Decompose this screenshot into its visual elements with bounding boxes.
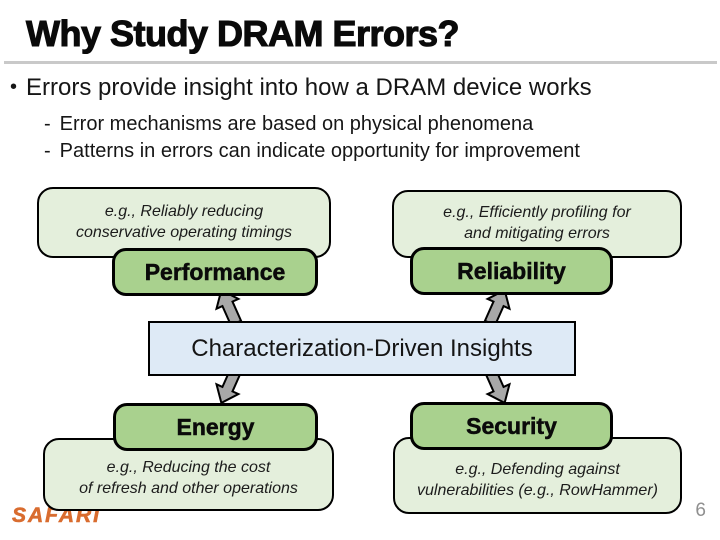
- note-energy-line2: of refresh and other operations: [79, 480, 298, 497]
- node-energy-label: Energy: [176, 413, 255, 440]
- note-reliability-line1: e.g., Efficiently profiling for: [443, 204, 631, 221]
- bullet-icon: •: [10, 76, 18, 98]
- note-reliability-line2: and mitigating errors: [464, 225, 610, 242]
- node-characterization-insights: Characterization-Driven Insights: [148, 321, 576, 376]
- note-reliability: e.g., Efficiently profiling for and miti…: [392, 190, 682, 258]
- node-reliability: Reliability: [410, 247, 613, 295]
- center-box-label: Characterization-Driven Insights: [191, 334, 533, 362]
- node-security: Security: [410, 402, 613, 450]
- note-performance: e.g., Reliably reducing conservative ope…: [37, 187, 331, 258]
- dash-icon: -: [44, 113, 51, 135]
- node-energy: Energy: [113, 403, 318, 451]
- note-energy-line1: e.g., Reducing the cost: [106, 459, 271, 476]
- bullet-main-text: Errors provide insight into how a DRAM d…: [26, 74, 592, 101]
- title-divider: [4, 61, 717, 64]
- slide-title: Why Study DRAM Errors?: [25, 12, 460, 54]
- bullet-sub-2: - Patterns in errors can indicate opport…: [44, 140, 580, 163]
- node-security-label: Security: [466, 412, 557, 439]
- dash-icon: -: [44, 140, 51, 162]
- note-security-line2: vulnerabilities (e.g., RowHammer): [417, 481, 658, 499]
- bullet-main: • Errors provide insight into how a DRAM…: [10, 74, 592, 102]
- note-performance-line2: conservative operating timings: [75, 223, 293, 241]
- node-performance: Performance: [112, 248, 318, 296]
- page-number: 6: [695, 500, 706, 521]
- bullet-sub-1-text: Error mechanisms are based on physical p…: [59, 113, 534, 135]
- note-security-line1: e.g., Defending against: [455, 460, 620, 478]
- node-performance-label: Performance: [144, 258, 286, 285]
- bullet-sub-2-text: Patterns in errors can indicate opportun…: [59, 140, 580, 162]
- node-reliability-label: Reliability: [457, 257, 566, 284]
- bullet-sub-1: - Error mechanisms are based on physical…: [44, 113, 533, 136]
- note-performance-line1: e.g., Reliably reducing: [104, 202, 264, 220]
